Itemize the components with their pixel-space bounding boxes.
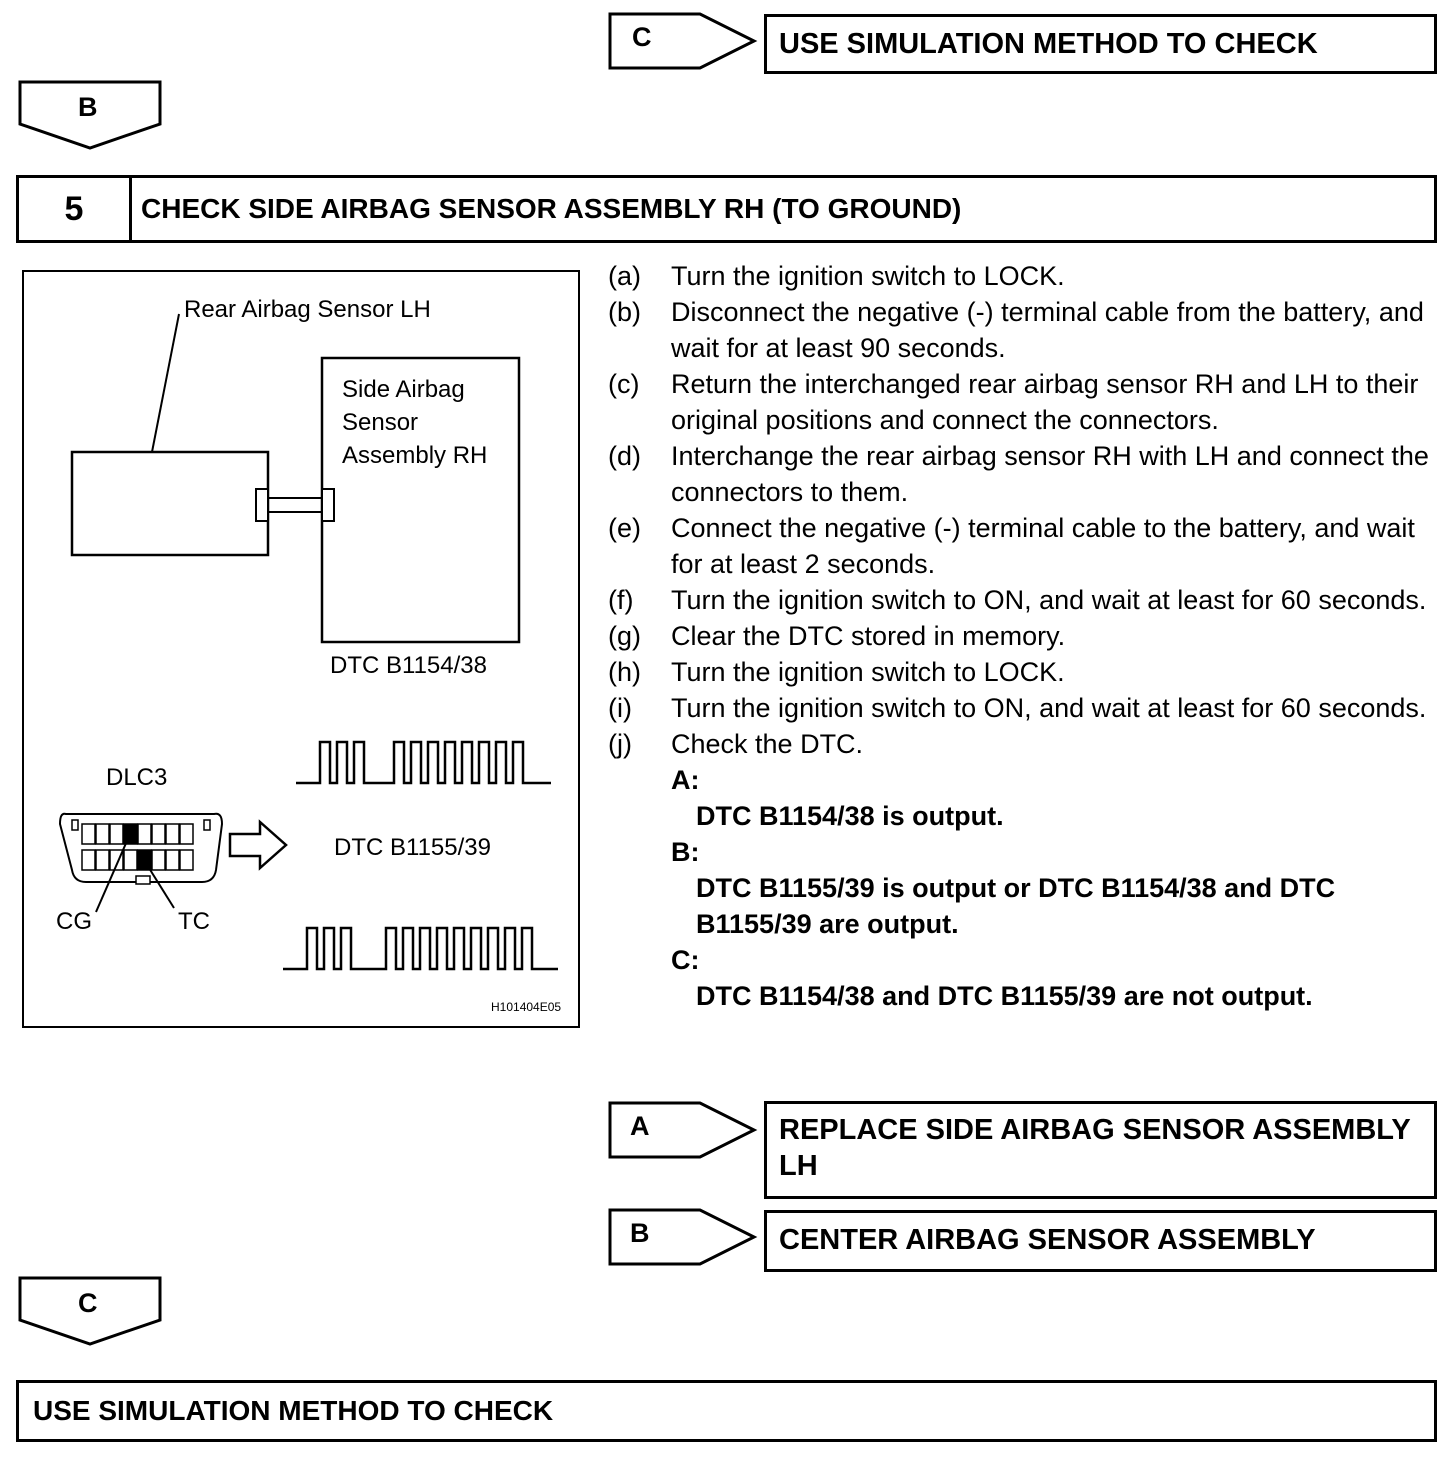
dtc-label-1: DTC B1154/38	[330, 652, 487, 679]
result-label-b: B:	[671, 837, 700, 867]
branch-letter: B	[630, 1218, 650, 1248]
step-letter: (e)	[608, 513, 641, 543]
final-action-text: USE SIMULATION METHOD TO CHECK	[33, 1395, 554, 1426]
chevron-down-icon	[18, 1276, 162, 1346]
continue-letter: B	[78, 92, 98, 122]
figure-code: H101404E05	[491, 1000, 562, 1014]
procedure-list: (a) Turn the ignition switch to LOCK. (b)…	[608, 258, 1438, 1014]
procedure-step: (d) Interchange the rear airbag sensor RH…	[608, 438, 1438, 510]
result-text: REPLACE SIDE AIRBAG SENSOR ASSEMBLY LH	[779, 1114, 1411, 1182]
procedure-step: (e) Connect the negative (-) terminal cab…	[608, 510, 1438, 582]
procedure-step: (h) Turn the ignition switch to LOCK.	[608, 654, 1438, 690]
result-box-b: CENTER AIRBAG SENSOR ASSEMBLY	[764, 1210, 1437, 1272]
side-sensor-label-1: Side Airbag	[342, 376, 465, 403]
step-text: Turn the ignition switch to LOCK.	[671, 261, 1065, 291]
result-box-a: REPLACE SIDE AIRBAG SENSOR ASSEMBLY LH	[764, 1101, 1437, 1199]
step-text: Check the DTC.	[671, 729, 864, 759]
rear-sensor-box	[70, 450, 270, 557]
result-text: USE SIMULATION METHOD TO CHECK	[779, 28, 1318, 60]
connector-right	[321, 488, 335, 522]
branch-tag-b: B	[608, 1208, 758, 1266]
waveform-1	[296, 740, 551, 785]
tc-terminal-label: TC	[178, 908, 210, 935]
step-letter: (f)	[608, 585, 634, 615]
branch-letter: A	[630, 1111, 650, 1141]
procedure-step: (c) Return the interchanged rear airbag s…	[608, 366, 1438, 438]
step-letter: (a)	[608, 261, 641, 291]
procedure-step: (f) Turn the ignition switch to ON, and w…	[608, 582, 1438, 618]
step-text: Clear the DTC stored in memory.	[671, 621, 1066, 651]
result-label-c: C:	[671, 945, 700, 975]
right-arrow-icon	[228, 819, 288, 871]
connector-left	[255, 488, 269, 522]
step-text: Turn the ignition switch to LOCK.	[671, 657, 1065, 687]
dlc3-label: DLC3	[106, 764, 168, 791]
dtc-label-2: DTC B1155/39	[334, 834, 491, 861]
branch-letter: C	[632, 22, 652, 52]
branch-tag-a: A	[608, 1101, 758, 1159]
continue-tag-c: C	[18, 1276, 162, 1348]
step-letter: (j)	[608, 729, 632, 759]
step-text: Connect the negative (-) terminal cable …	[671, 513, 1415, 579]
result-text-c: DTC B1154/38 and DTC B1155/39 are not ou…	[696, 981, 1313, 1011]
dlc3-connector-icon	[58, 812, 224, 885]
chevron-down-icon	[18, 80, 162, 150]
rear-sensor-label: Rear Airbag Sensor LH	[184, 296, 431, 323]
procedure-step: (g) Clear the DTC stored in memory.	[608, 618, 1438, 654]
step-text: Interchange the rear airbag sensor RH wi…	[671, 441, 1429, 507]
step-header: 5 CHECK SIDE AIRBAG SENSOR ASSEMBLY RH (…	[16, 175, 1437, 243]
procedure-step: (a) Turn the ignition switch to LOCK.	[608, 258, 1438, 294]
figure-drawing	[58, 313, 558, 971]
side-sensor-label-2: Sensor	[342, 409, 419, 436]
step-text: Turn the ignition switch to ON, and wait…	[671, 693, 1427, 723]
procedure-step: (i) Turn the ignition switch to ON, and w…	[608, 690, 1438, 726]
result-box-top: USE SIMULATION METHOD TO CHECK	[764, 14, 1437, 74]
step-letter: (g)	[608, 621, 641, 651]
cg-terminal-label: CG	[56, 908, 92, 935]
arrow-tag-icon	[608, 1208, 758, 1266]
final-action-box: USE SIMULATION METHOD TO CHECK	[16, 1380, 1437, 1442]
step-title: CHECK SIDE AIRBAG SENSOR ASSEMBLY RH (TO…	[141, 193, 962, 224]
step-text: Return the interchanged rear airbag sens…	[671, 369, 1419, 435]
branch-tag-c-top: C	[608, 12, 758, 70]
wiring-figure: Rear Airbag Sensor LH Side Airbag Sensor…	[22, 270, 580, 1028]
arrow-tag-icon	[608, 12, 758, 70]
procedure-step: (j) Check the DTC.	[608, 726, 1438, 762]
result-text-b: DTC B1155/39 is output or DTC B1154/38 a…	[696, 873, 1336, 939]
result-text: CENTER AIRBAG SENSOR ASSEMBLY	[779, 1224, 1316, 1256]
step-letter: (d)	[608, 441, 641, 471]
continue-tag-b: B	[18, 80, 162, 152]
side-sensor-box	[320, 356, 521, 644]
step-letter: (b)	[608, 297, 641, 327]
side-sensor-label-3: Assembly RH	[342, 442, 488, 469]
arrow-tag-icon	[608, 1101, 758, 1159]
step-letter: (i)	[608, 693, 632, 723]
step-text: Disconnect the negative (-) terminal cab…	[671, 297, 1424, 363]
procedure-step: (b) Disconnect the negative (-) terminal …	[608, 294, 1438, 366]
step-letter: (h)	[608, 657, 641, 687]
leader-line	[151, 313, 180, 453]
continue-letter: C	[78, 1288, 98, 1318]
result-label-a: A:	[671, 765, 700, 795]
step-number: 5	[19, 178, 132, 240]
waveform-2	[283, 926, 558, 971]
result-text-a: DTC B1154/38 is output.	[696, 801, 1004, 831]
step-text: Turn the ignition switch to ON, and wait…	[671, 585, 1427, 615]
step-letter: (c)	[608, 369, 640, 399]
